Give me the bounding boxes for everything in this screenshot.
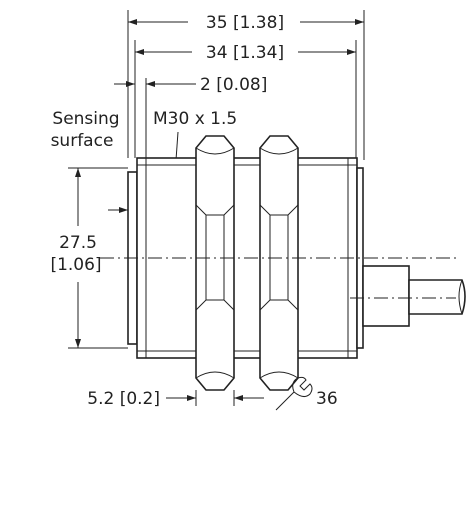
cable <box>362 265 466 327</box>
wrench-size-label: 36 <box>316 389 338 409</box>
sensing-surface-line2: surface <box>51 131 114 151</box>
dimension-diameter: 27.5 [1.06] <box>50 167 128 349</box>
dimension-face-thickness: 5.2 [0.2] <box>87 389 264 409</box>
wrench-size-callout: 36 <box>275 376 338 411</box>
diameter-line2: [1.06] <box>50 255 101 275</box>
dimension-face-offset: 2 [0.08] <box>114 75 267 95</box>
dimension-overall-length: 35 [1.38] <box>128 13 364 33</box>
diameter-line1: 27.5 <box>59 233 97 253</box>
sensing-surface-line1: Sensing <box>52 109 119 129</box>
overall-length-label: 35 [1.38] <box>206 13 284 33</box>
face-thickness-label: 5.2 [0.2] <box>87 389 160 409</box>
wrench-icon <box>275 376 313 411</box>
dimension-body-length: 34 [1.34] <box>135 43 356 63</box>
face-offset-label: 2 [0.08] <box>200 75 267 95</box>
thread-callout: M30 x 1.5 <box>153 109 237 161</box>
hex-nut-1 <box>195 135 235 391</box>
body-length-label: 34 [1.34] <box>206 43 284 63</box>
sensing-face-arrow <box>108 207 128 213</box>
thread-label: M30 x 1.5 <box>153 109 237 129</box>
sensing-surface-callout: Sensing surface <box>51 109 120 151</box>
cable-strain-relief <box>362 265 410 327</box>
hex-nut-2 <box>259 135 299 391</box>
